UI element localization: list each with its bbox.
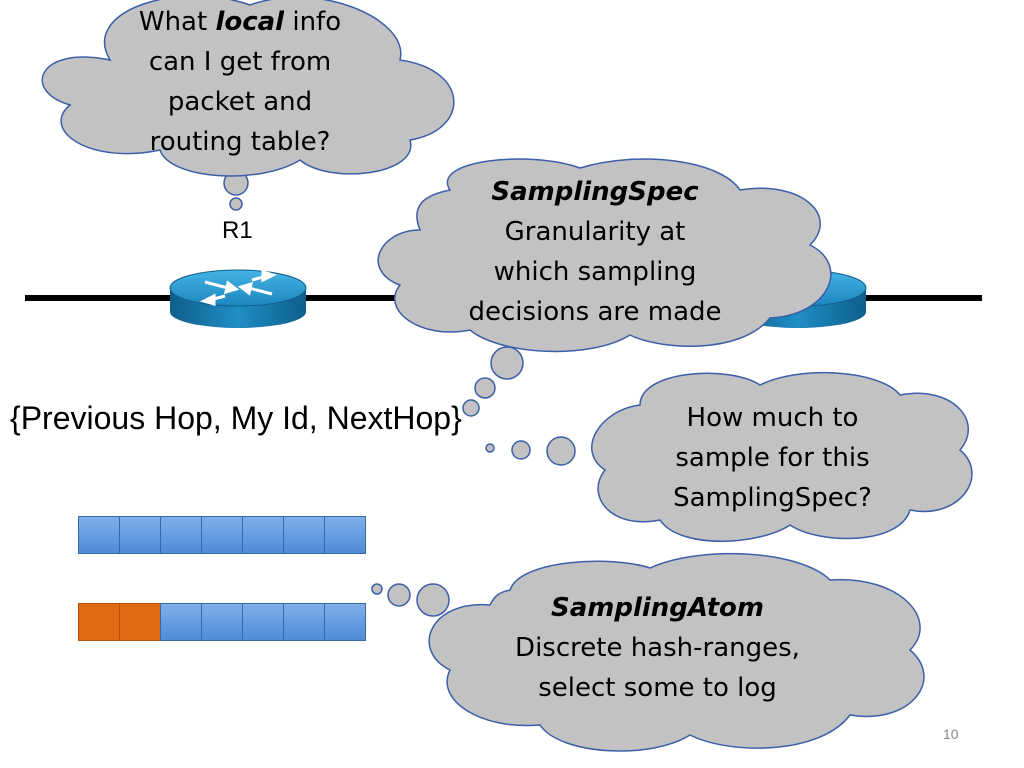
hash-range-cell-blue [242,603,284,641]
hash-range-cell-blue [201,603,243,641]
sampling-spec-line3: which sampling [493,257,697,287]
sampling-spec-line2: Granularity at [504,217,686,247]
hash-range-cell-blue [283,516,325,554]
hash-range-cell-blue [160,516,202,554]
local-info-line1-post: info [284,7,342,37]
local-info-cloud-text: What local info can I get from packet an… [110,2,370,162]
sampling-spec-cloud-text: SamplingSpec Granularity at which sampli… [445,172,745,332]
hash-range-cell-blue [160,603,202,641]
sampling-atom-line3: select some to log [538,673,777,703]
router-r1-label: R1 [222,217,253,244]
thought-cloud-sampling-spec [377,158,832,453]
local-info-line1: What local info [110,2,370,42]
page-number: 10 [943,726,959,742]
hash-range-cell-blue [78,516,120,554]
how-much-line3: SamplingSpec? [673,483,872,513]
hash-range-cell-blue [324,516,366,554]
hop-tuple-label: {Previous Hop, My Id, NextHop} [10,400,462,436]
how-much-cloud-text: How much to sample for this SamplingSpec… [640,398,905,518]
how-much-line2: sample for this [675,443,870,473]
thought-cloud-sampling-atom [371,552,925,752]
sampling-atom-line2: Discrete hash-ranges, [515,633,800,663]
how-much-line1: How much to [686,403,859,433]
hash-range-cell-blue [201,516,243,554]
local-info-line4: routing table? [149,127,331,157]
local-info-line1-pre: What [138,7,216,37]
local-info-emphasis: local [215,7,285,37]
hash-range-cell-orange [78,603,120,641]
local-info-line2: can I get from [148,47,332,77]
hash-range-cell-blue [324,603,366,641]
hash-range-cell-blue [242,516,284,554]
sampling-spec-line4: decisions are made [468,297,722,327]
hash-range-cell-blue [283,603,325,641]
sampling-atom-cloud-text: SamplingAtom Discrete hash-ranges, selec… [490,588,825,708]
hash-range-cell-blue [119,516,161,554]
thought-cloud-how-much [511,371,973,542]
router-r1-icon [169,269,307,328]
hash-range-cell-orange [119,603,161,641]
local-info-line3: packet and [167,87,313,117]
thought-cloud-local-info [41,0,455,211]
sampling-atom-title: SamplingAtom [550,593,764,623]
sampling-spec-title: SamplingSpec [491,177,699,207]
